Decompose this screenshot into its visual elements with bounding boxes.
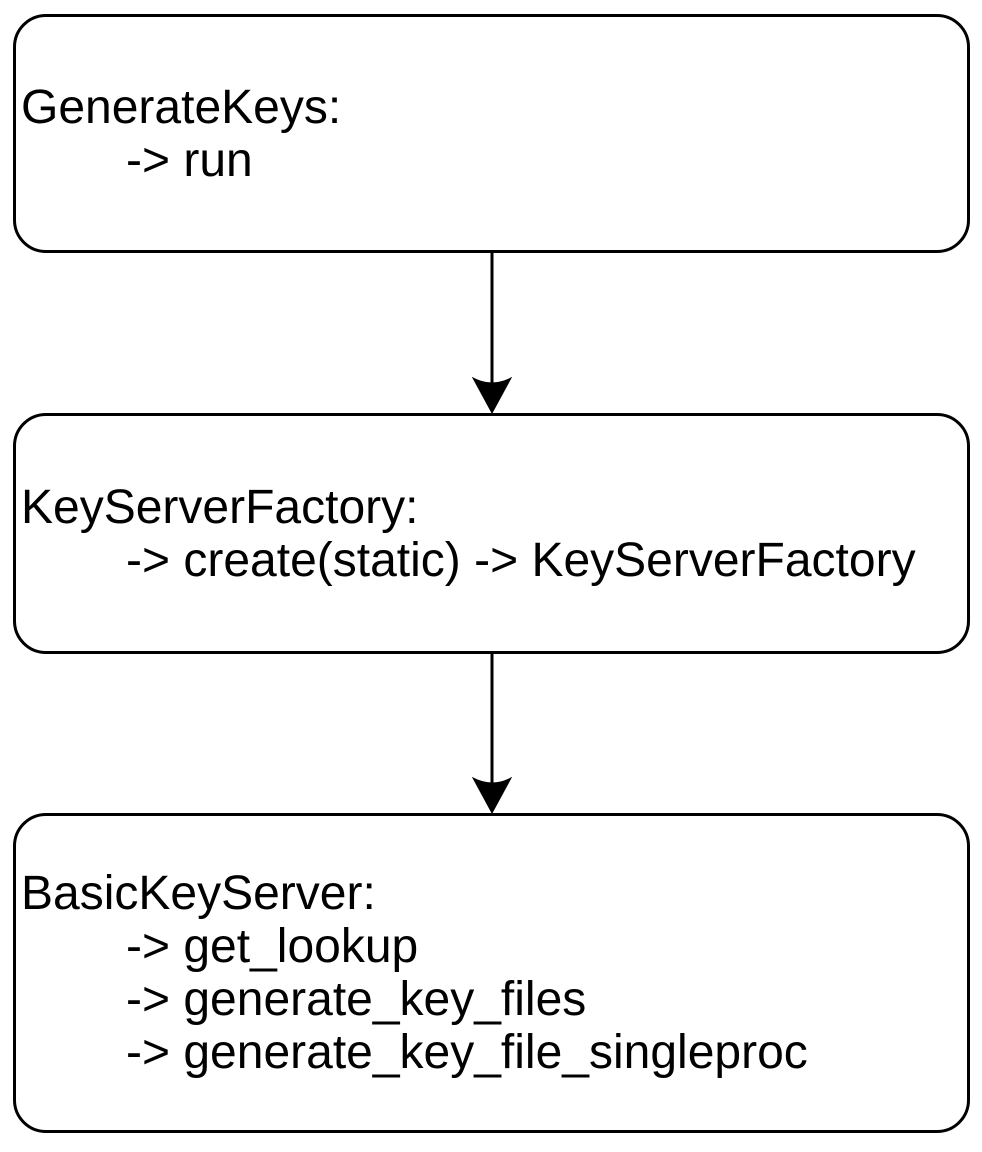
node-method: -> get_lookup (126, 920, 419, 973)
node-title: GenerateKeys: (21, 80, 342, 134)
connector-arrow-down-icon (471, 253, 513, 413)
node-method: -> generate_key_file_singleproc (126, 1026, 808, 1079)
node-title: BasicKeyServer: (21, 867, 376, 920)
node-method: -> create(static) -> KeyServerFactory (126, 533, 916, 587)
node-generate-keys: GenerateKeys: -> run (13, 14, 970, 253)
node-basic-key-server: BasicKeyServer: -> get_lookup -> generat… (13, 813, 970, 1133)
node-title: KeyServerFactory: (21, 480, 419, 534)
node-method: -> generate_key_files (126, 973, 587, 1026)
node-key-server-factory: KeyServerFactory: -> create(static) -> K… (13, 413, 970, 654)
node-method: -> run (126, 133, 253, 187)
connector-arrow-down-icon (471, 654, 513, 813)
